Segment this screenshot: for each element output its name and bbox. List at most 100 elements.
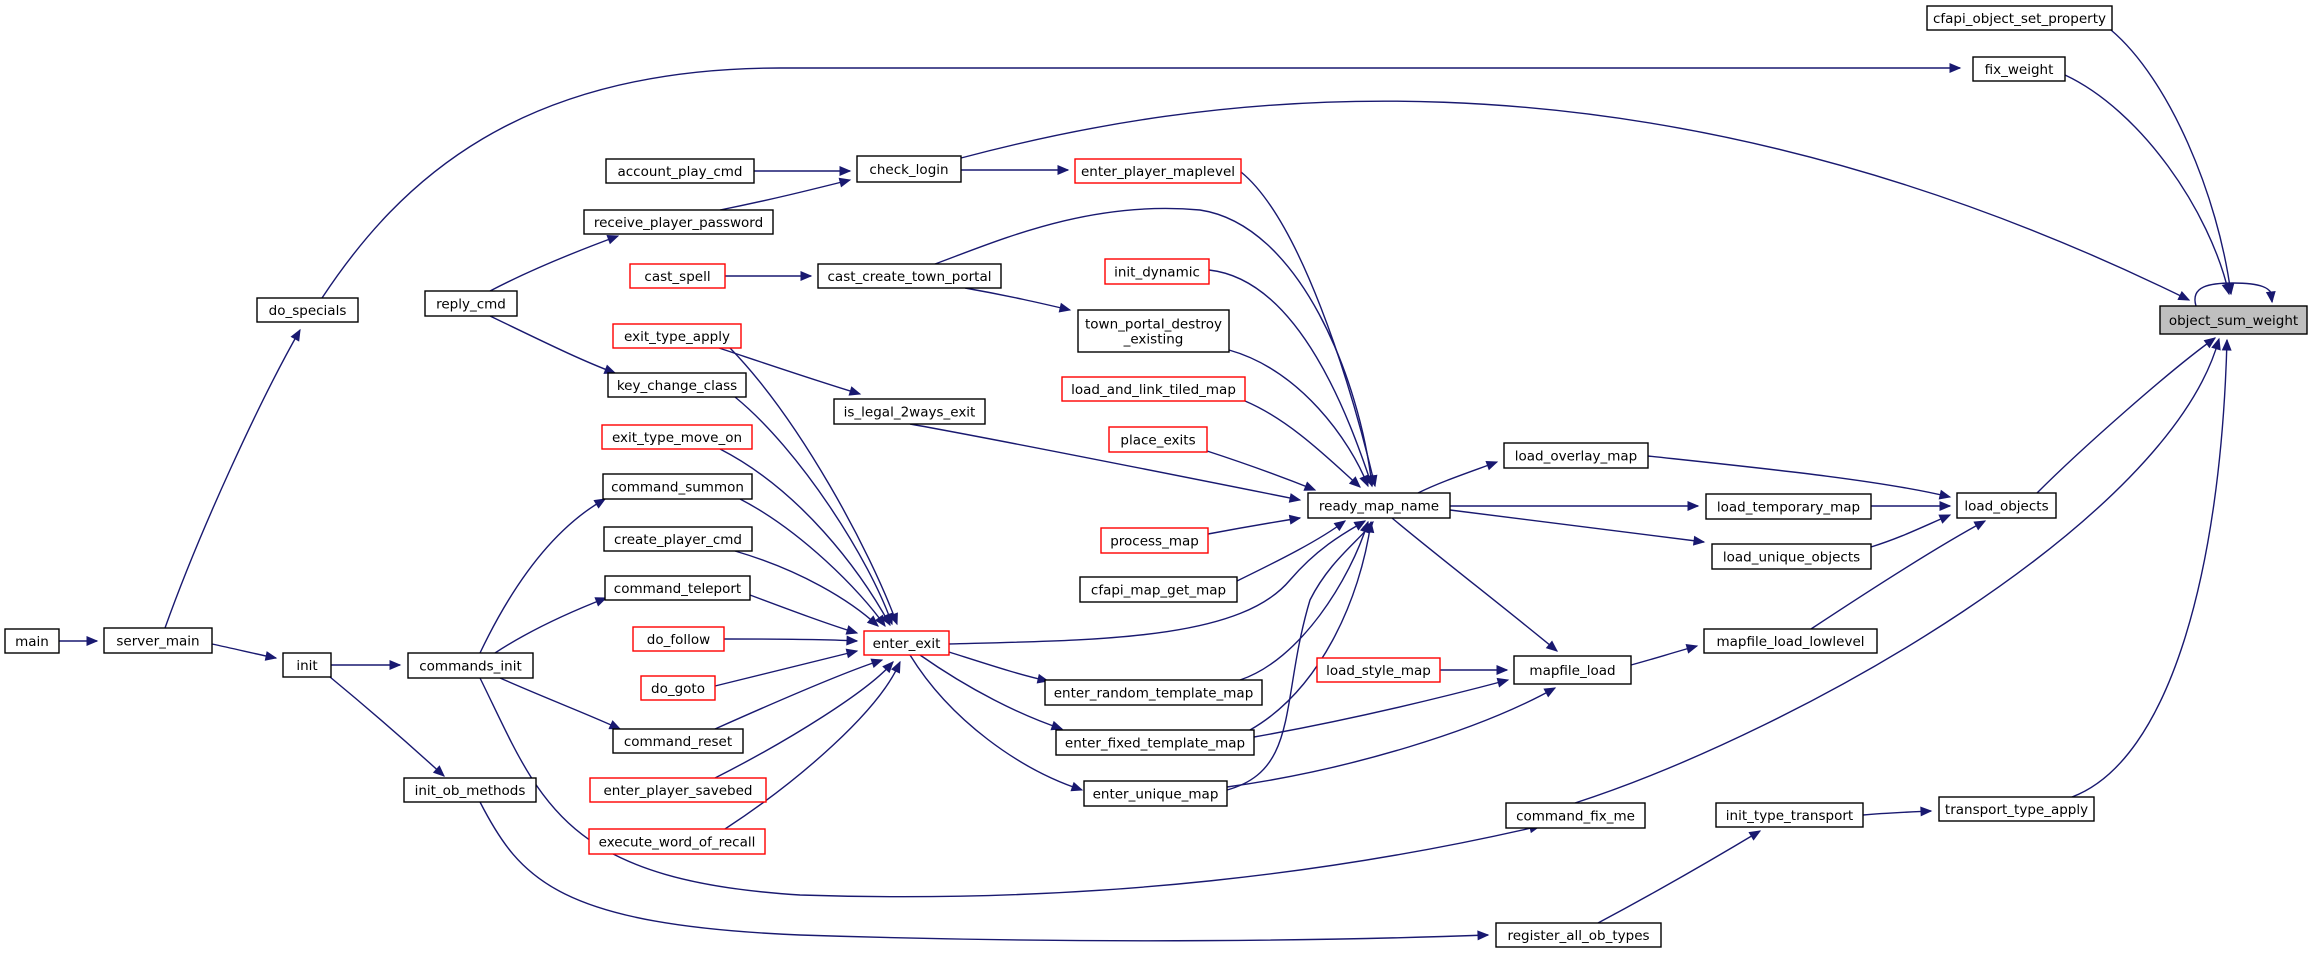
node-exit-type-move-on[interactable]: exit_type_move_on bbox=[601, 424, 753, 450]
node-box[interactable] bbox=[1083, 780, 1228, 807]
node-load-unique-objects[interactable]: load_unique_objects bbox=[1711, 543, 1872, 570]
node-box[interactable] bbox=[1705, 493, 1872, 520]
node-receive-player-password[interactable]: receive_player_password bbox=[583, 209, 774, 235]
node-box[interactable] bbox=[863, 630, 950, 656]
node-create-player-cmd[interactable]: create_player_cmd bbox=[603, 526, 753, 552]
node-town-portal-destroy-existing[interactable]: town_portal_destroy_existing bbox=[1077, 309, 1230, 353]
node-box[interactable] bbox=[605, 158, 755, 184]
node-exit-type-apply[interactable]: exit_type_apply bbox=[612, 323, 742, 349]
node-box[interactable] bbox=[1079, 576, 1238, 603]
node-load-style-map[interactable]: load_style_map bbox=[1316, 657, 1441, 683]
node-box[interactable] bbox=[1505, 802, 1646, 829]
node-box[interactable] bbox=[612, 323, 742, 349]
node-register-all-ob-types[interactable]: register_all_ob_types bbox=[1495, 922, 1662, 948]
node-box[interactable] bbox=[1938, 796, 2095, 822]
node-mapfile-load[interactable]: mapfile_load bbox=[1513, 655, 1632, 685]
node-main[interactable]: main bbox=[4, 628, 60, 654]
node-box[interactable] bbox=[583, 209, 774, 235]
node-box[interactable] bbox=[632, 626, 725, 652]
node-box[interactable] bbox=[1513, 655, 1632, 685]
node-init-dynamic[interactable]: init_dynamic bbox=[1104, 258, 1210, 285]
node-box[interactable] bbox=[1061, 376, 1246, 402]
node-box[interactable] bbox=[1715, 802, 1864, 828]
node-process-map[interactable]: process_map bbox=[1100, 527, 1209, 554]
node-box[interactable] bbox=[629, 263, 726, 289]
node-box[interactable] bbox=[1503, 442, 1649, 469]
node-box[interactable] bbox=[1956, 492, 2057, 519]
node-box[interactable] bbox=[1055, 729, 1255, 756]
node-box[interactable] bbox=[1926, 5, 2113, 31]
node-box[interactable] bbox=[1307, 492, 1451, 519]
node-box[interactable] bbox=[602, 473, 753, 500]
node-box[interactable] bbox=[2159, 305, 2308, 335]
node-box[interactable] bbox=[833, 398, 986, 425]
node-cfapi-object-set-property[interactable]: cfapi_object_set_property bbox=[1926, 5, 2113, 31]
node-is-legal-2ways-exit[interactable]: is_legal_2ways_exit bbox=[833, 398, 986, 425]
node-box[interactable] bbox=[1074, 158, 1242, 184]
node-account-play-cmd[interactable]: account_play_cmd bbox=[605, 158, 755, 184]
node-box[interactable] bbox=[1495, 922, 1662, 948]
node-box[interactable] bbox=[601, 424, 753, 450]
node-box[interactable] bbox=[1100, 527, 1209, 554]
node-box[interactable] bbox=[604, 575, 751, 601]
node-box[interactable] bbox=[1077, 309, 1230, 353]
node-ready-map-name[interactable]: ready_map_name bbox=[1307, 492, 1451, 519]
node-load-and-link-tiled-map[interactable]: load_and_link_tiled_map bbox=[1061, 376, 1246, 402]
node-enter-player-savebed[interactable]: enter_player_savebed bbox=[589, 777, 767, 803]
node-box[interactable] bbox=[4, 628, 60, 654]
node-box[interactable] bbox=[856, 155, 962, 183]
node-do-follow[interactable]: do_follow bbox=[632, 626, 725, 652]
node-do-goto[interactable]: do_goto bbox=[640, 675, 716, 701]
node-enter-exit[interactable]: enter_exit bbox=[863, 630, 950, 656]
node-cast-spell[interactable]: cast_spell bbox=[629, 263, 726, 289]
node-load-temporary-map[interactable]: load_temporary_map bbox=[1705, 493, 1872, 520]
node-mapfile-load-lowlevel[interactable]: mapfile_load_lowlevel bbox=[1703, 628, 1878, 654]
node-box[interactable] bbox=[1044, 679, 1263, 706]
node-box[interactable] bbox=[1108, 426, 1208, 453]
node-box[interactable] bbox=[603, 526, 753, 552]
node-box[interactable] bbox=[589, 777, 767, 803]
node-box[interactable] bbox=[256, 297, 359, 323]
node-fix-weight[interactable]: fix_weight bbox=[1972, 56, 2066, 82]
node-enter-fixed-template-map[interactable]: enter_fixed_template_map bbox=[1055, 729, 1255, 756]
node-init[interactable]: init bbox=[282, 652, 332, 678]
node-object-sum-weight[interactable]: object_sum_weight bbox=[2159, 305, 2308, 335]
node-box[interactable] bbox=[1104, 258, 1210, 285]
node-box[interactable] bbox=[607, 372, 747, 398]
node-box[interactable] bbox=[1972, 56, 2066, 82]
node-box[interactable] bbox=[424, 290, 518, 317]
node-check-login[interactable]: check_login bbox=[856, 155, 962, 183]
node-do-specials[interactable]: do_specials bbox=[256, 297, 359, 323]
node-load-objects[interactable]: load_objects bbox=[1956, 492, 2057, 519]
node-box[interactable] bbox=[103, 627, 213, 654]
node-reply-cmd[interactable]: reply_cmd bbox=[424, 290, 518, 317]
node-command-summon[interactable]: command_summon bbox=[602, 473, 753, 500]
node-box[interactable] bbox=[640, 675, 716, 701]
node-command-reset[interactable]: command_reset bbox=[612, 728, 744, 754]
node-place-exits[interactable]: place_exits bbox=[1108, 426, 1208, 453]
node-enter-unique-map[interactable]: enter_unique_map bbox=[1083, 780, 1228, 807]
node-box[interactable] bbox=[282, 652, 332, 678]
node-cfapi-map-get-map[interactable]: cfapi_map_get_map bbox=[1079, 576, 1238, 603]
node-box[interactable] bbox=[817, 263, 1002, 289]
node-box[interactable] bbox=[1703, 628, 1878, 654]
node-box[interactable] bbox=[612, 728, 744, 754]
node-key-change-class[interactable]: key_change_class bbox=[607, 372, 747, 398]
node-server-main[interactable]: server_main bbox=[103, 627, 213, 654]
node-init-ob-methods[interactable]: init_ob_methods bbox=[403, 777, 537, 803]
node-box[interactable] bbox=[403, 777, 537, 803]
node-box[interactable] bbox=[1711, 543, 1872, 570]
node-box[interactable] bbox=[407, 652, 534, 679]
node-load-overlay-map[interactable]: load_overlay_map bbox=[1503, 442, 1649, 469]
node-enter-random-template-map[interactable]: enter_random_template_map bbox=[1044, 679, 1263, 706]
node-box[interactable] bbox=[588, 828, 766, 855]
node-commands-init[interactable]: commands_init bbox=[407, 652, 534, 679]
node-cast-create-town-portal[interactable]: cast_create_town_portal bbox=[817, 263, 1002, 289]
node-init-type-transport[interactable]: init_type_transport bbox=[1715, 802, 1864, 828]
node-enter-player-maplevel[interactable]: enter_player_maplevel bbox=[1074, 158, 1242, 184]
node-transport-type-apply[interactable]: transport_type_apply bbox=[1938, 796, 2095, 822]
node-execute-word-of-recall[interactable]: execute_word_of_recall bbox=[588, 828, 766, 855]
node-box[interactable] bbox=[1316, 657, 1441, 683]
node-command-fix-me[interactable]: command_fix_me bbox=[1505, 802, 1646, 829]
node-command-teleport[interactable]: command_teleport bbox=[604, 575, 751, 601]
